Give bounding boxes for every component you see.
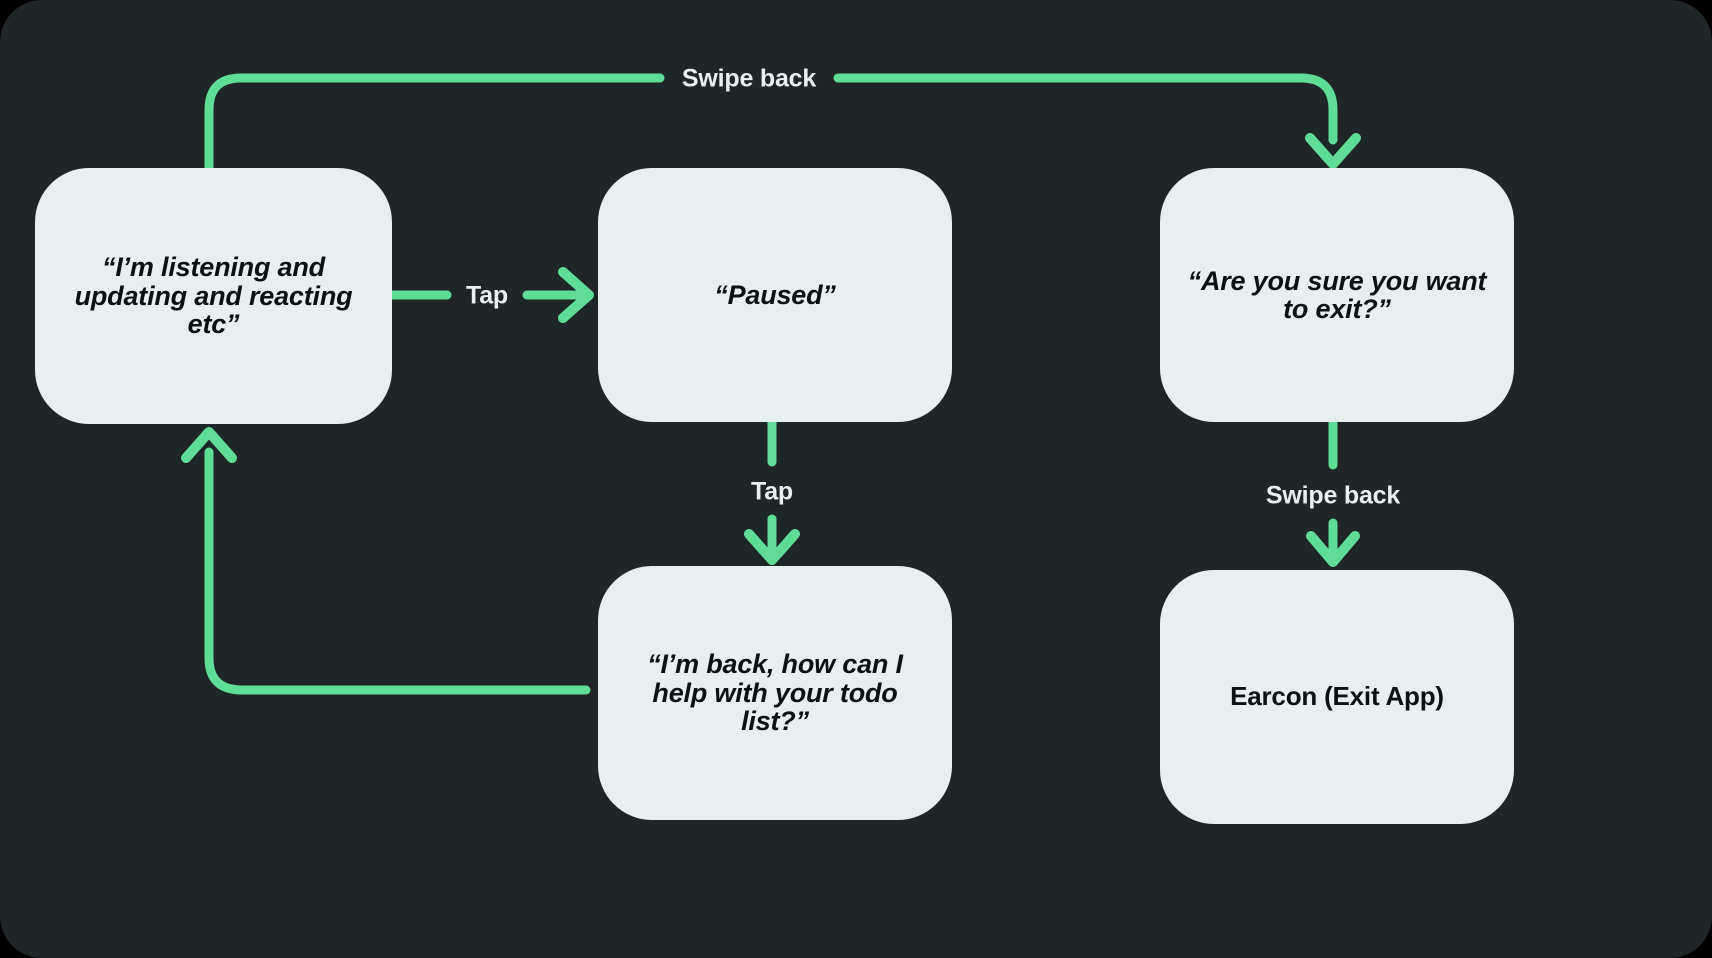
node-listening[interactable]: “I’m listening and updating and reacting… <box>35 168 392 424</box>
edge-listening-to-paused <box>387 267 594 323</box>
node-confirm-exit[interactable]: “Are you sure you want to exit?” <box>1160 168 1514 422</box>
node-earcon-exit[interactable]: Earcon (Exit App) <box>1160 570 1514 824</box>
edge-label-swipe-back-top: Swipe back <box>681 64 817 93</box>
node-back-todo-label: “I’m back, how can I help with your todo… <box>647 649 903 737</box>
arrowhead-up-icon <box>181 427 237 463</box>
edge-confirm-exit-to-earcon <box>1306 417 1360 567</box>
edge-back-todo-to-listening <box>181 427 591 695</box>
edge-path-return-loop <box>204 447 591 695</box>
arrowhead-right-icon <box>558 267 594 323</box>
arrowhead-down-icon <box>744 529 800 565</box>
node-earcon-exit-label: Earcon (Exit App) <box>1230 681 1444 712</box>
edge-listening-to-confirm-exit <box>204 73 1361 173</box>
arrowhead-down-icon <box>1306 531 1360 567</box>
node-paused-label: “Paused” <box>714 279 836 310</box>
edge-label-tap-horizontal: Tap <box>466 281 508 310</box>
edge-paused-to-back-todo <box>744 417 800 565</box>
node-back-todo[interactable]: “I’m back, how can I help with your todo… <box>598 566 952 820</box>
edge-path-left-segment <box>204 73 665 173</box>
edge-path-right-segment <box>833 73 1338 145</box>
arrowhead-down-icon <box>1305 133 1361 169</box>
node-confirm-exit-label: “Are you sure you want to exit?” <box>1187 265 1487 324</box>
edge-label-swipe-back-right: Swipe back <box>1265 481 1401 510</box>
edge-label-tap-vertical: Tap <box>751 477 793 506</box>
node-paused[interactable]: “Paused” <box>598 168 952 422</box>
node-listening-label: “I’m listening and updating and reacting… <box>74 252 353 340</box>
